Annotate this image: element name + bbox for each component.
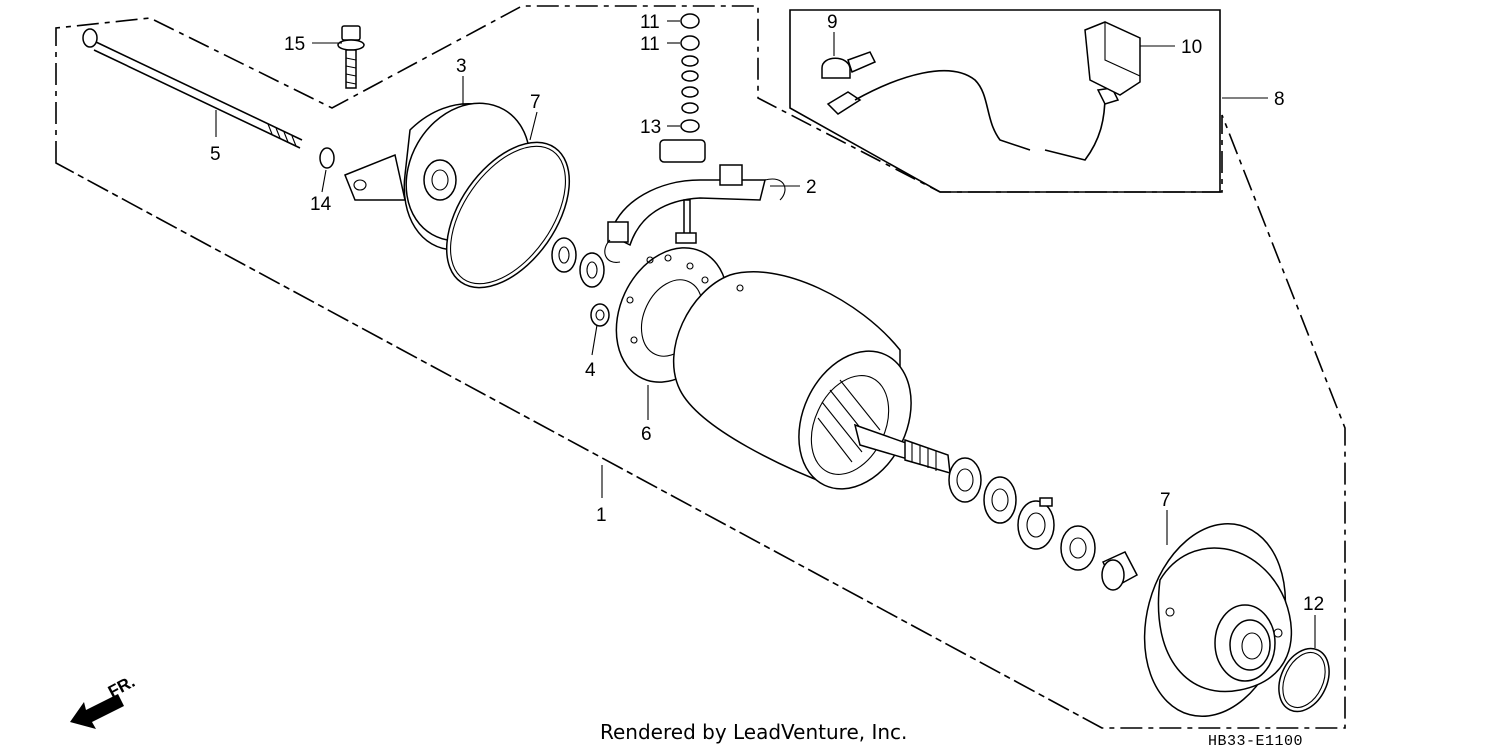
assembly-boundary-line: [55, 5, 1346, 729]
callout-12: 12: [1303, 594, 1324, 615]
callout-13: 13: [640, 117, 661, 138]
through-bolt: [82, 28, 303, 149]
oil-seal: [1060, 525, 1096, 571]
cable-subassembly-box: [789, 9, 1221, 193]
diagram-code: HB33-E1100: [1208, 733, 1304, 750]
armature-shaft: [853, 423, 951, 475]
brush-set: [604, 139, 786, 263]
brush-holder-nut: [590, 303, 610, 327]
callout-2: 2: [806, 177, 817, 198]
callout-leaders: [215, 20, 1316, 648]
lock-plate: [1017, 497, 1055, 550]
callout-15: 15: [284, 34, 305, 55]
callout-9: 9: [827, 12, 838, 33]
callout-14: 14: [310, 194, 332, 215]
front-cover: [1143, 522, 1293, 718]
callout-1: 1: [596, 505, 607, 526]
flange-bolt: [337, 25, 365, 89]
callout-4: 4: [585, 360, 596, 381]
terminal-cap: [821, 51, 877, 79]
callout-7-lower: 7: [1160, 490, 1171, 511]
callout-5: 5: [210, 144, 221, 165]
callout-10: 10: [1181, 37, 1202, 58]
callout-3: 3: [456, 56, 467, 77]
callout-11-top: 11: [640, 12, 660, 33]
thrust-washers-front: [948, 457, 1017, 524]
callout-7-upper: 7: [530, 92, 541, 113]
bolt-washer: [319, 147, 335, 169]
terminal-cover: [1084, 21, 1141, 96]
o-ring-upper: [445, 141, 571, 289]
bushing: [1101, 551, 1139, 591]
render-credit: Rendered by LeadVenture, Inc.: [600, 720, 908, 744]
callout-8: 8: [1274, 89, 1285, 110]
callout-6: 6: [641, 424, 652, 445]
starter-cable: [826, 69, 1120, 161]
motor-yoke: [672, 271, 912, 490]
terminal-nut-stack: [680, 13, 700, 133]
direction-label: FR.: [105, 672, 138, 702]
callout-11-second: 11: [640, 34, 660, 55]
thrust-washers-rear: [551, 237, 605, 288]
front-direction-arrow-icon: FR.: [70, 672, 138, 729]
